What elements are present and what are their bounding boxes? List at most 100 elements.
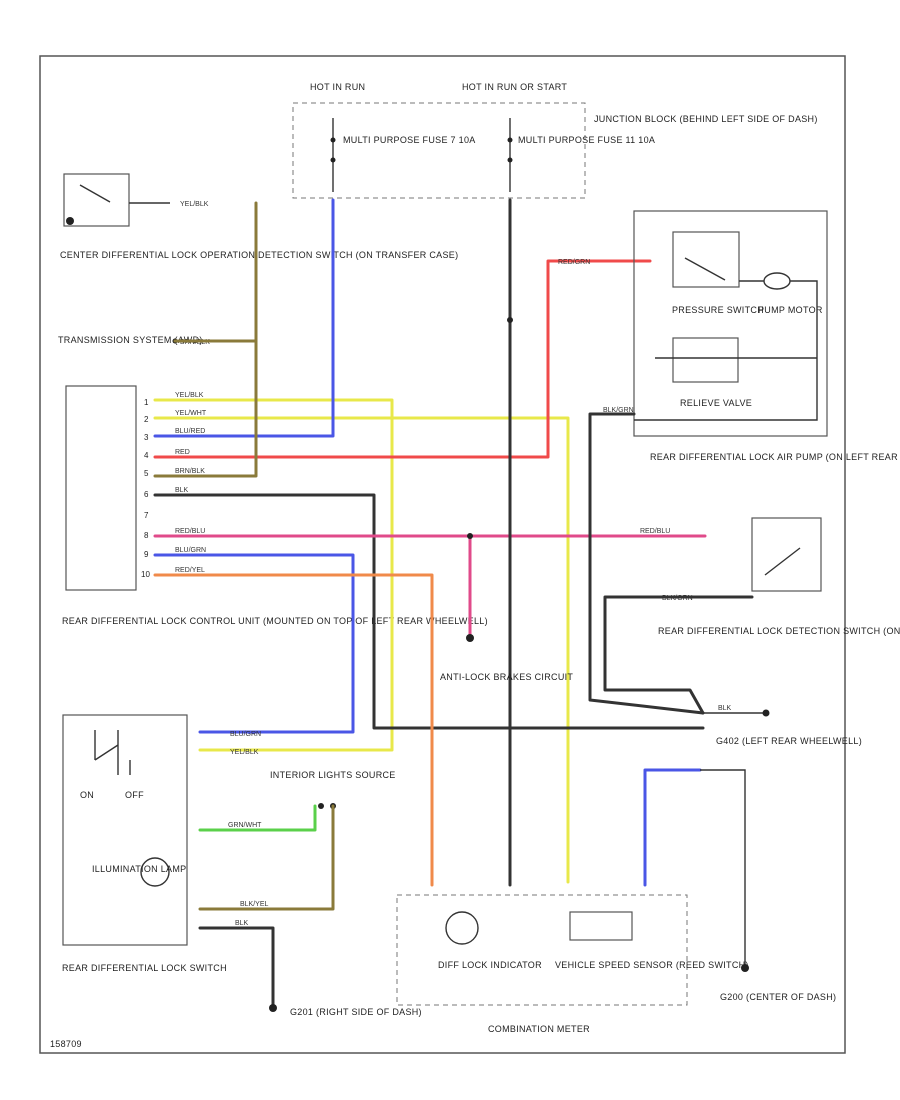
pump-internal-wire [634,280,818,421]
diff-lock-indicator-symbol [445,911,479,945]
pin-6: 6 [144,490,149,499]
wire-pump-ground [588,412,705,715]
lock-detect-wire-label: BLK/GRN [662,595,693,602]
wire-red-blu-label: RED/BLU [175,528,205,535]
illumination-lamp-symbol [140,857,170,887]
control-unit-box [65,385,137,591]
g402-wire-label: BLK [718,705,732,712]
g200-label: G200 (CENTER OF DASH) [720,992,836,1002]
g200-ground-dot [741,964,749,972]
wire-blk [153,493,705,730]
pump-ground-wire-label: BLK/GRN [603,407,634,414]
pressure-switch-box [672,231,740,288]
diff-lock-indicator-label: DIFF LOCK INDICATOR [438,960,542,970]
air-pump-label: REAR DIFFERENTIAL LOCK AIR PUMP (ON LEFT… [650,452,900,462]
illumination-lamp-label: ILLUMINATION LAMP [92,864,186,874]
wire-blu-grn [153,553,355,734]
g201-ground-dot [269,1004,277,1012]
g201-label: G201 (RIGHT SIDE OF DASH) [290,1007,422,1017]
hot-in-run-or-start-label: HOT IN RUN OR START [462,82,567,92]
wire-g200 [700,769,746,965]
lock-switch-wire-label-2: YEL/BLK [230,749,259,756]
wire-grn-wht-label: GRN/WHT [228,822,262,829]
interior-lights-terminal-a [318,803,324,809]
wire-red-label: RED [175,449,190,456]
wire-blu-grn-label: BLU/GRN [175,547,206,554]
wire-grn-wht [198,804,317,832]
wire-lock-switch-ground [198,926,275,1007]
control-unit-label: REAR DIFFERENTIAL LOCK CONTROL UNIT (MOU… [62,616,488,626]
transmission-system-label: TRANSMISSION SYSTEM (AWD) [58,335,203,345]
fuse-11-label: MULTI PURPOSE FUSE 11 10A [518,135,655,145]
pump-motor-label: PUMP MOTOR [758,305,823,315]
splice-fuse11 [507,317,513,323]
fuse-7-terminal-bottom [330,157,336,163]
pin-2: 2 [144,415,149,424]
wire-red [153,259,652,459]
pin-8: 8 [144,531,149,540]
splice-red-blu [467,533,473,539]
combination-meter-label: COMBINATION METER [488,1024,590,1034]
center-diff-switch-wire-label: YEL/BLK [180,201,209,208]
lock-switch-box [62,714,188,946]
wire-brn-blk-label: BRN/BLK [175,468,205,475]
pin-4: 4 [144,451,149,460]
pin-7: 7 [144,511,149,520]
off-label: OFF [125,790,144,800]
figure-id: 158709 [50,1039,82,1049]
lock-detect-switch-label: REAR DIFFERENTIAL LOCK DETECTION SWITCH … [658,626,900,636]
pressure-switch-contact [684,257,726,281]
wire-blk-yel-label: BLK/YEL [240,901,269,908]
pump-wire-label: RED/GRN [558,259,590,266]
pin-9: 9 [144,550,149,559]
lock-switch-wire-label-1: BLU/GRN [230,731,261,738]
relief-valve-box [672,337,739,383]
pin-1: 1 [144,398,149,407]
lock-switch-label: REAR DIFFERENTIAL LOCK SWITCH [62,963,227,973]
wire-lock-switch-ground-label: BLK [235,920,249,927]
wire-blu-red [153,198,335,438]
vss-label: VEHICLE SPEED SENSOR (REED SWITCH) [555,960,749,970]
center-diff-switch-box [63,173,130,227]
wire-yel-blk-label: YEL/BLK [175,392,204,399]
pin-10: 10 [141,570,150,579]
g402-label: G402 (LEFT REAR WHEELWELL) [716,736,862,746]
wire-yel-wht [153,416,570,884]
antilock-end-dot [466,634,474,642]
wire-lock-detect-ground [603,595,754,715]
center-diff-switch-ground-dot [66,217,74,225]
center-diff-switch-contact [79,184,111,203]
on-label: ON [80,790,94,800]
g402-ground-dot [762,709,770,717]
wire-red-blu-label-right: RED/BLU [640,528,670,535]
pin-3: 3 [144,433,149,442]
fuse-7-label: MULTI PURPOSE FUSE 7 10A [343,135,476,145]
vss-symbol [569,911,633,941]
lock-switch-contacts [94,730,131,775]
control-unit-pins: 1 2 3 4 5 6 7 8 9 10 [141,398,150,579]
wire-blk-yel [198,804,335,911]
junction-block-box [292,102,586,199]
wire-blu-red-label: BLU/RED [175,428,205,435]
pump-motor-symbol [763,272,791,290]
antilock-label: ANTI-LOCK BRAKES CIRCUIT [440,672,573,682]
wire-yel-wht-label: YEL/WHT [175,410,207,417]
wire-brn-blk [153,201,258,478]
diagram-frame [39,55,846,1054]
center-diff-switch-label: CENTER DIFFERENTIAL LOCK OPERATION DETEC… [60,250,458,260]
wire-red-yel-label: RED/YEL [175,567,205,574]
air-pump-box [633,210,828,437]
hot-in-run-label: HOT IN RUN [310,82,365,92]
relief-valve-label: RELIEVE VALVE [680,398,752,408]
pressure-switch-label: PRESSURE SWITCH [672,305,764,315]
fuse-11-terminal-bottom [507,157,513,163]
pin-5: 5 [144,469,149,478]
wire-red-yel [153,573,434,887]
lock-detect-switch-contact [764,547,801,576]
lock-detect-switch-box [751,517,822,592]
interior-lights-label: INTERIOR LIGHTS SOURCE [270,770,396,780]
junction-block-label: JUNCTION BLOCK (BEHIND LEFT SIDE OF DASH… [594,114,818,124]
wire-blk-label: BLK [175,487,189,494]
fuse-7-terminal-top [330,137,336,143]
